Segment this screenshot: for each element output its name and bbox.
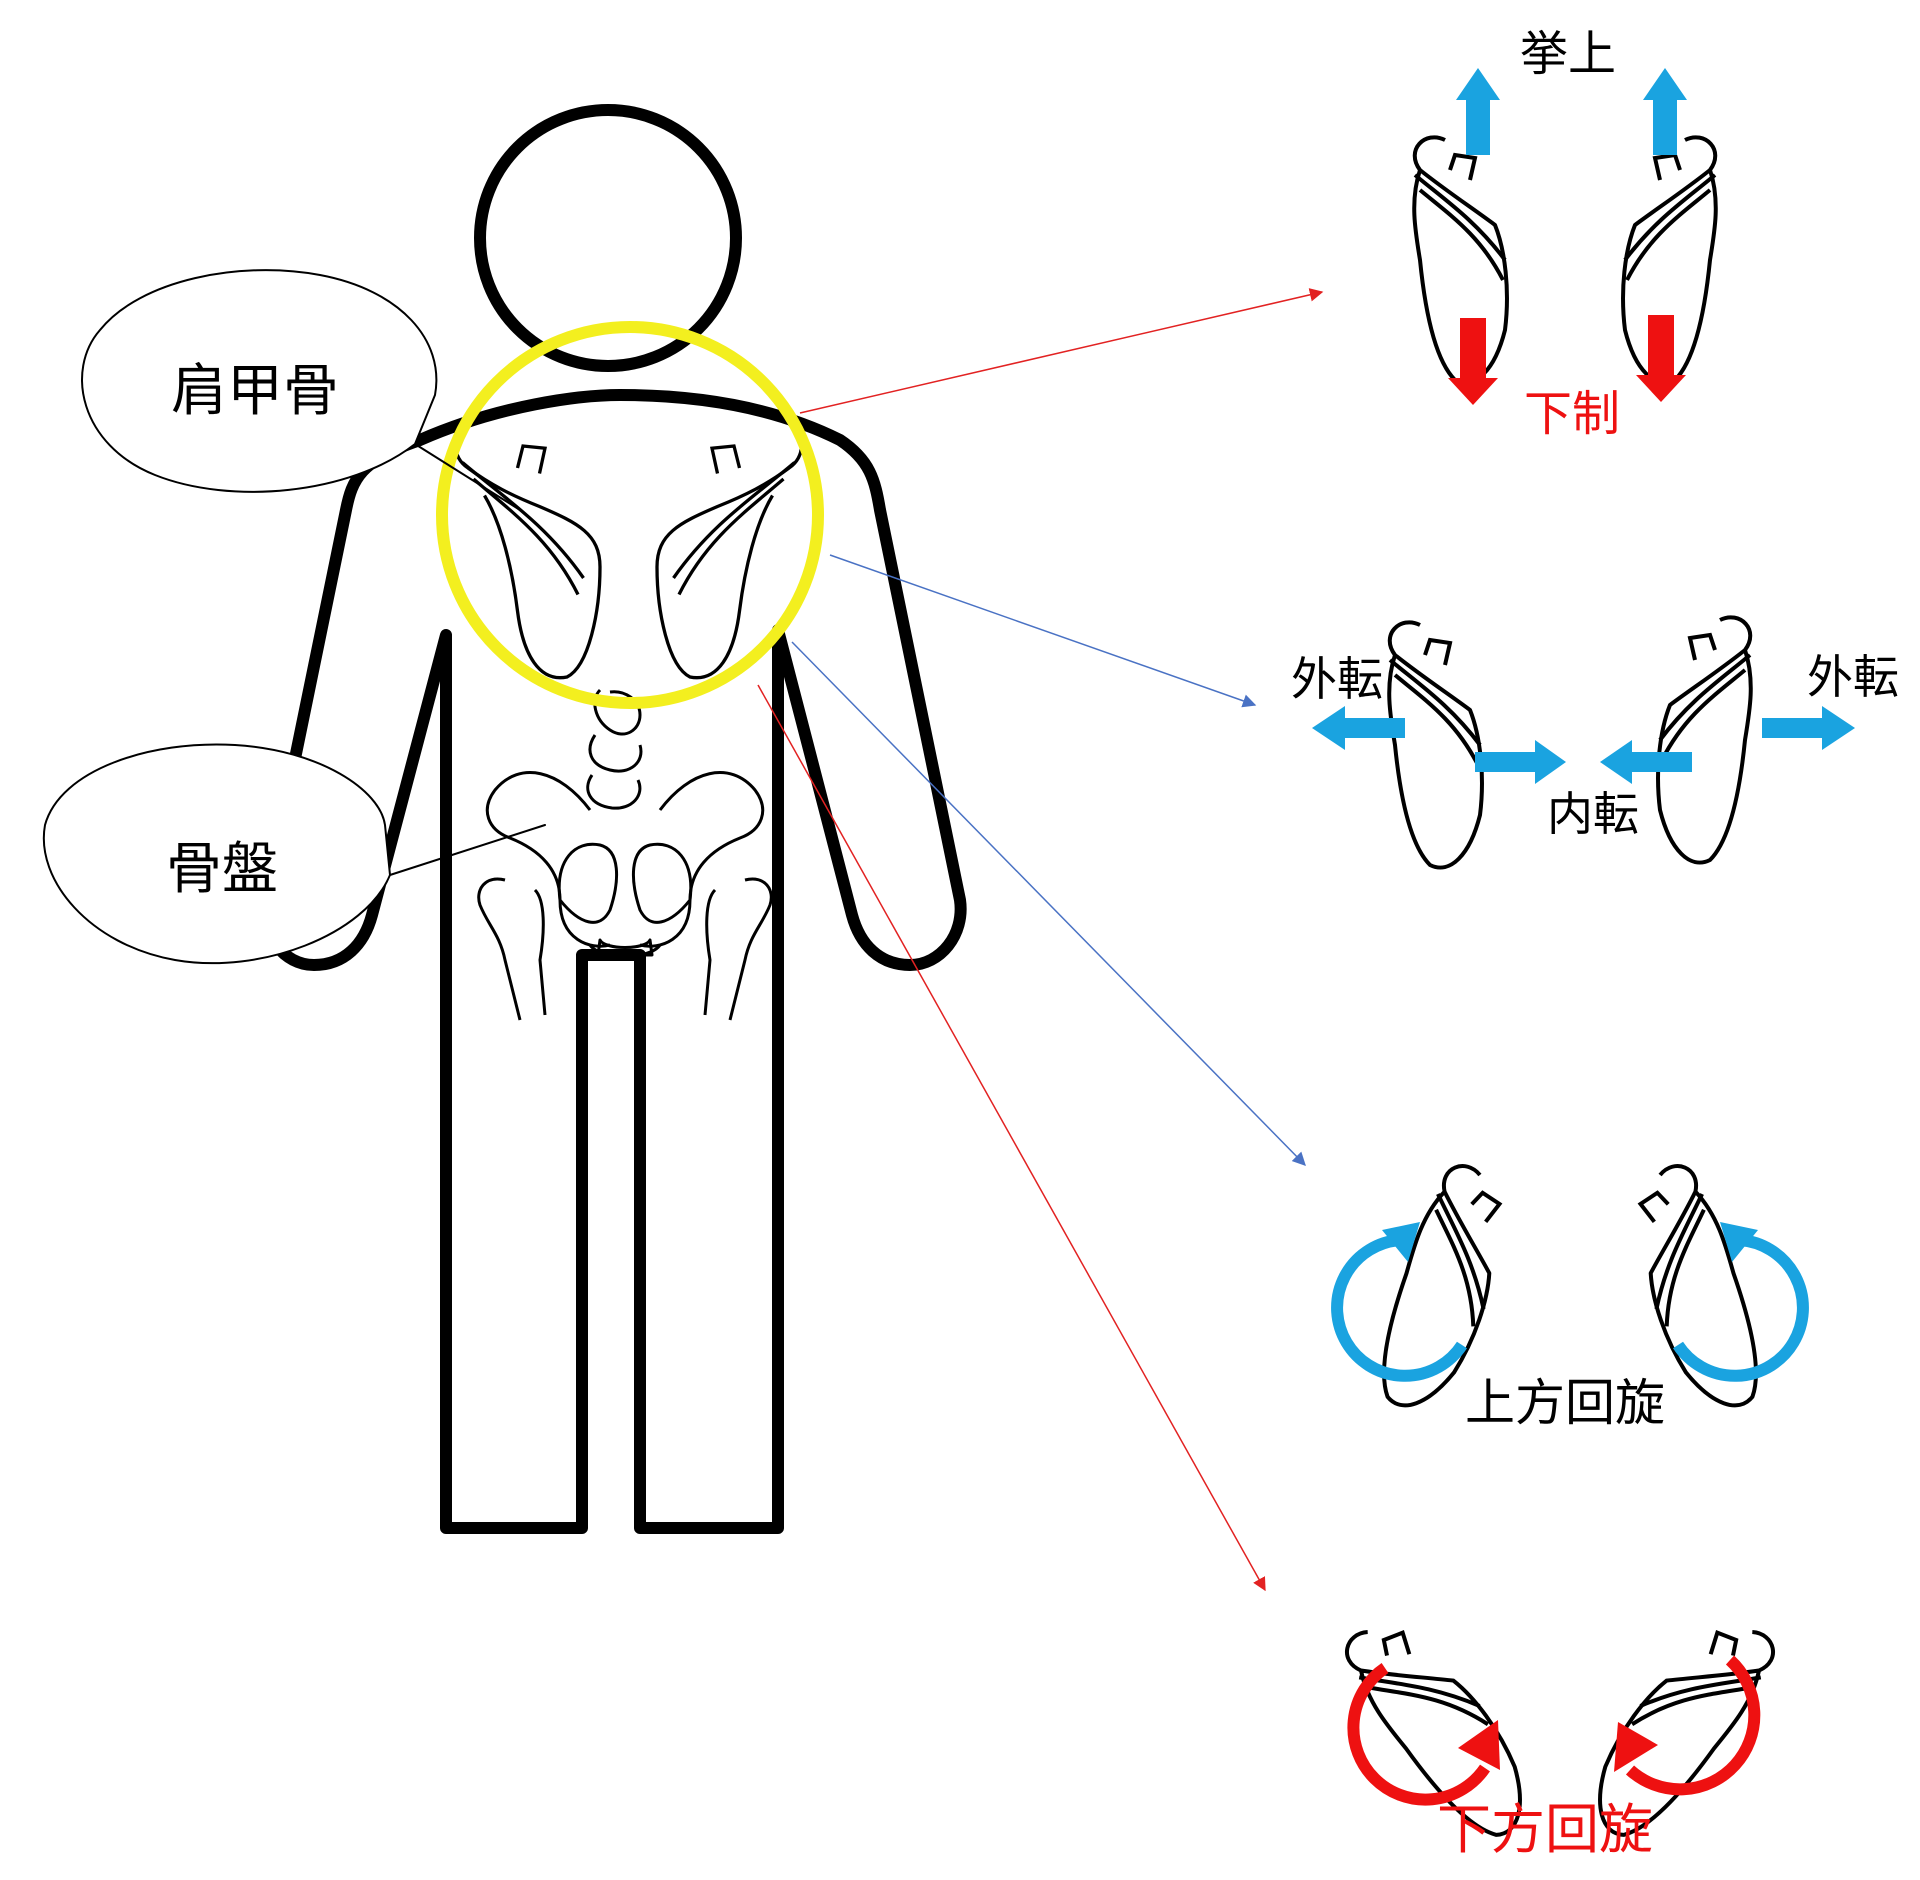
elevation-arrow-right: [1643, 68, 1687, 155]
elevation-arrow-left: [1456, 68, 1500, 155]
pelvis-skeleton: [477, 688, 773, 1021]
scapula-highlight-circle: [436, 321, 824, 709]
adduction-arrow-left: [1475, 740, 1566, 784]
abduction-label-left: 外転: [1291, 652, 1383, 706]
depression-arrow-left: [1448, 318, 1498, 405]
abduction-label-right: 外転: [1807, 650, 1899, 704]
elevation-depression-panel: 挙上 下制: [1412, 26, 1718, 442]
pelvis-callout: 骨盤: [42, 743, 546, 965]
scapula-label: 肩甲骨: [171, 359, 339, 424]
upward-rotation-arrow-left: [1331, 1222, 1468, 1382]
connector-abduction: [829, 554, 1257, 708]
connector-elevation: [799, 288, 1324, 414]
figure-left-scapula: [453, 422, 602, 680]
abduction-arrow-right: [1762, 706, 1855, 750]
adduction-arrow-right: [1600, 740, 1692, 784]
downward-rotation-panel: 下方回旋: [1337, 1596, 1783, 1861]
downward-rotation-arrow-right: [1614, 1655, 1761, 1796]
depression-label: 下制: [1524, 386, 1620, 442]
upward-rotation-label: 上方回旋: [1465, 1374, 1665, 1432]
elevation-label: 挙上: [1520, 26, 1616, 82]
adduction-label: 内転: [1547, 787, 1639, 841]
head: [474, 104, 742, 372]
downward-rotation-label: 下方回旋: [1437, 1798, 1653, 1861]
upward-rotation-panel: 上方回旋: [1331, 1157, 1809, 1432]
connector-upward-rotation: [791, 641, 1306, 1166]
abduction-arrow-left: [1312, 706, 1405, 750]
figure-right-scapula: [655, 422, 804, 680]
abduction-adduction-panel: 外転 外転 内転: [1291, 615, 1899, 870]
upward-rotation-arrow-right: [1672, 1222, 1809, 1382]
downward-rotation-arrow-left: [1347, 1663, 1500, 1806]
pelvis-label: 骨盤: [166, 837, 278, 902]
connector-downward-rotation: [757, 684, 1266, 1592]
scapula-callout: 肩甲骨: [81, 269, 521, 511]
depression-arrow-right: [1636, 315, 1686, 402]
